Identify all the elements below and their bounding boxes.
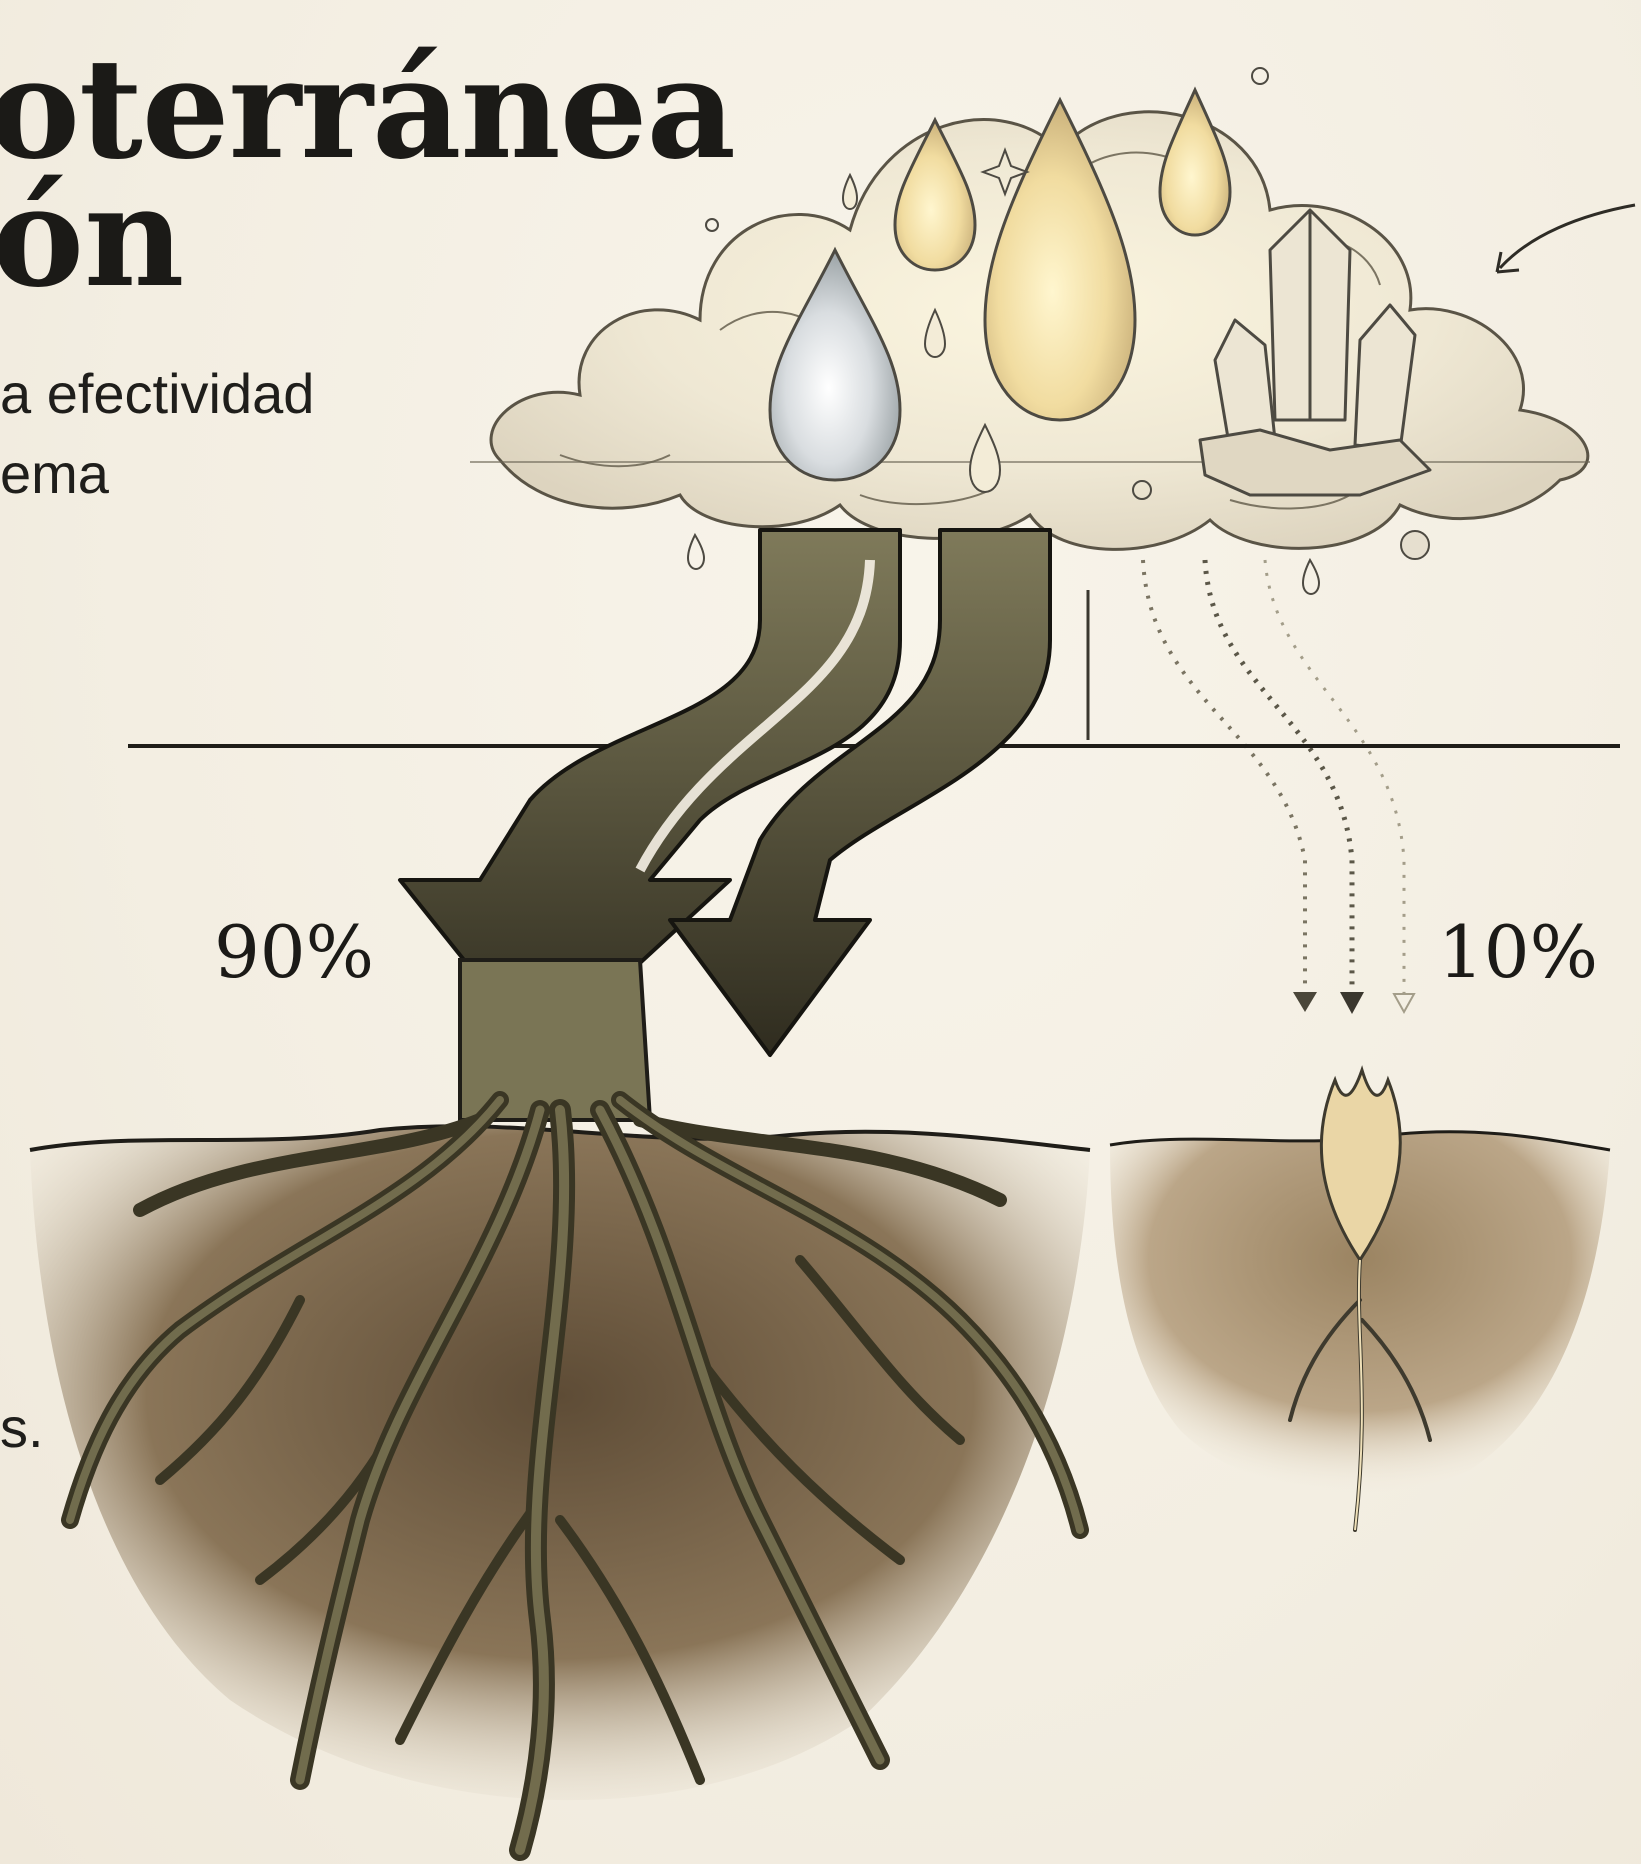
percent-label-90: 90% [214, 916, 374, 988]
subtitle-line-1: a efectividad [0, 366, 314, 422]
percent-label-10: 10% [1438, 916, 1598, 988]
seedling-icon [1110, 1070, 1610, 1530]
side-text-fragment: s. [0, 1395, 44, 1460]
subtitle-line-2: ema [0, 446, 109, 502]
callout-arrow [1500, 205, 1635, 268]
title-line-2: ón [0, 168, 184, 306]
root-system-icon [30, 960, 1090, 1850]
